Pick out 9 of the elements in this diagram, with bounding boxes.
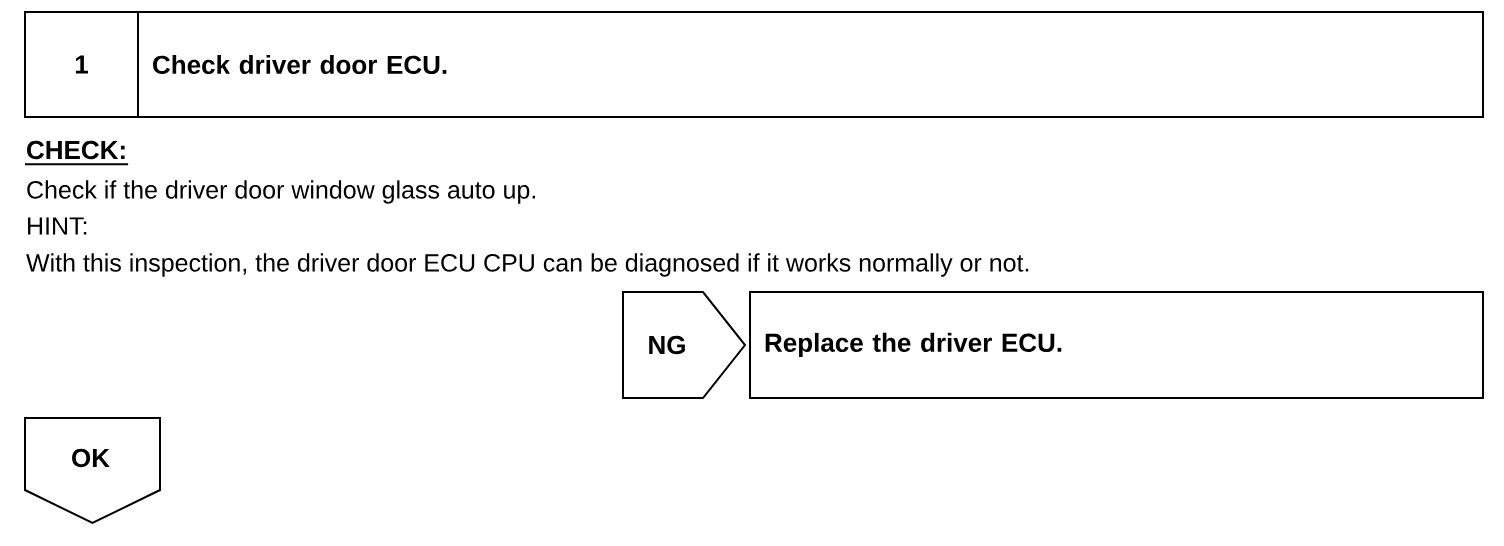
step-box: Check driver door ECU. — [137, 11, 1484, 118]
result-arrow-tag: NG — [622, 291, 747, 399]
hint-text: With this inspection, the driver door ECU CPU can be diagnosed if it works normally or not. — [26, 253, 1029, 277]
step-box: 1 — [24, 11, 139, 118]
step-box: Replace the driver ECU. — [749, 291, 1484, 399]
section-heading: CHECK: — [24, 140, 130, 166]
instruction-text: Check if the driver door window glass auto up. — [27, 180, 535, 204]
result-arrow-tag: OK — [24, 417, 161, 525]
hint-heading: HINT: — [28, 217, 87, 235]
